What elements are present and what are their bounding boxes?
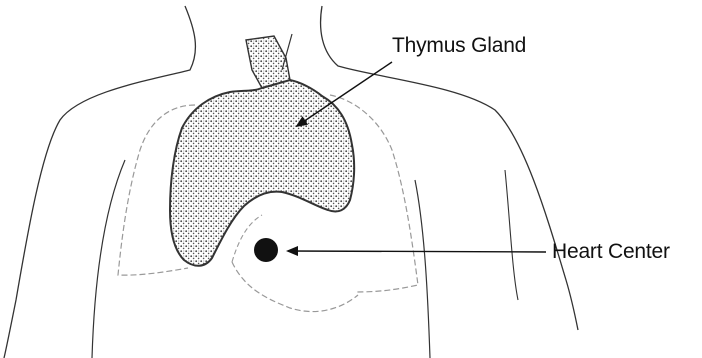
body-outline-left xyxy=(4,6,195,358)
trachea xyxy=(246,36,290,88)
thymus-gland-label: Thymus Gland xyxy=(392,34,526,58)
arm-inner-left xyxy=(92,160,125,358)
heart-outline xyxy=(232,262,358,312)
torso-right-edge xyxy=(505,170,518,300)
heart-center-label: Heart Center xyxy=(552,240,670,264)
thymus-gland xyxy=(170,80,354,266)
heart-leader-arrow xyxy=(288,251,546,252)
arm-inner-right xyxy=(415,180,430,358)
heart-center-dot xyxy=(254,238,278,262)
